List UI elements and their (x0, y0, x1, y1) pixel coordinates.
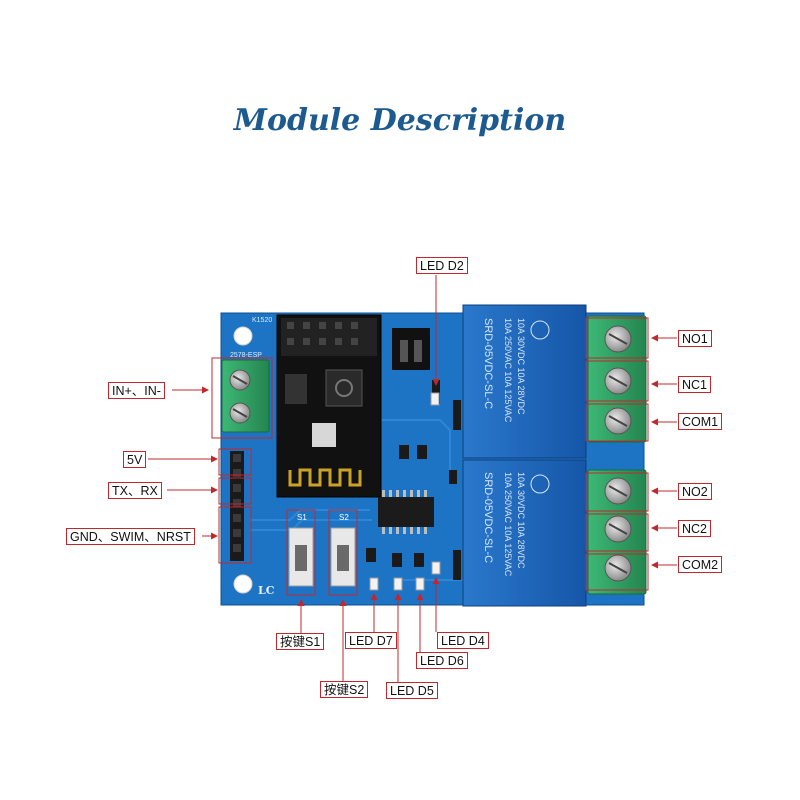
label-no2: NO2 (678, 483, 712, 500)
relay-1: SRD-05VDC-SL-C 10A 250VAC 10A 125VAC 10A… (462, 304, 587, 459)
label-led-d4: LED D4 (437, 632, 489, 649)
page-title: Module Description (233, 103, 567, 138)
switch-s1: S1 (288, 513, 314, 587)
label-nc2: NC2 (678, 520, 712, 537)
label-com1: COM1 (678, 413, 723, 430)
highlight-boxes (211, 317, 649, 596)
label-button-s2: 按键S2 (320, 681, 369, 698)
relay-1-rating-1: 10A 250VAC 10A 125VAC (503, 318, 513, 423)
output-terminal-1 (587, 315, 647, 443)
silk-k1520: K1520 (252, 317, 272, 324)
relay-2-rating-2: 10A 30VDC 10A 28VDC (516, 472, 526, 569)
label-button-s1: 按键S1 (276, 633, 325, 650)
label-led-d5: LED D5 (386, 682, 438, 699)
switch-s2: S2 (330, 513, 356, 587)
jumper-header (392, 328, 430, 370)
relay-2: SRD-05VDC-SL-C 10A 250VAC 10A 125VAC 10A… (462, 459, 587, 607)
label-gnd-swim-nrst: GND、SWIM、NRST (66, 528, 195, 545)
mcu-chip (378, 490, 434, 534)
relay-2-rating-1: 10A 250VAC 10A 125VAC (503, 472, 513, 577)
label-com2: COM2 (678, 556, 723, 573)
label-nc1: NC1 (678, 376, 712, 393)
relay-1-rating-2: 10A 30VDC 10A 28VDC (516, 318, 526, 415)
esp-wifi-module (276, 314, 382, 498)
label-led-d6: LED D6 (416, 652, 468, 669)
silk-logo: LC (258, 584, 275, 597)
label-in: IN+、IN- (108, 382, 165, 399)
label-5v: 5V (123, 451, 147, 468)
label-led-d2: LED D2 (416, 257, 468, 274)
relay-1-model: SRD-05VDC-SL-C (482, 318, 494, 409)
smd-components (366, 380, 461, 580)
leader-lines (148, 275, 677, 682)
silk-s1: S1 (297, 513, 307, 522)
output-terminal-2 (587, 469, 647, 595)
leds (369, 392, 441, 591)
label-tx-rx: TX、RX (108, 482, 162, 499)
input-terminal-block (221, 359, 270, 433)
pin-headers (230, 451, 244, 561)
label-no1: NO1 (678, 330, 712, 347)
silk-s2: S2 (339, 513, 349, 522)
label-led-d7: LED D7 (345, 632, 397, 649)
silk-esp: 2578-ESP (230, 352, 262, 359)
relay-2-model: SRD-05VDC-SL-C (482, 472, 494, 563)
